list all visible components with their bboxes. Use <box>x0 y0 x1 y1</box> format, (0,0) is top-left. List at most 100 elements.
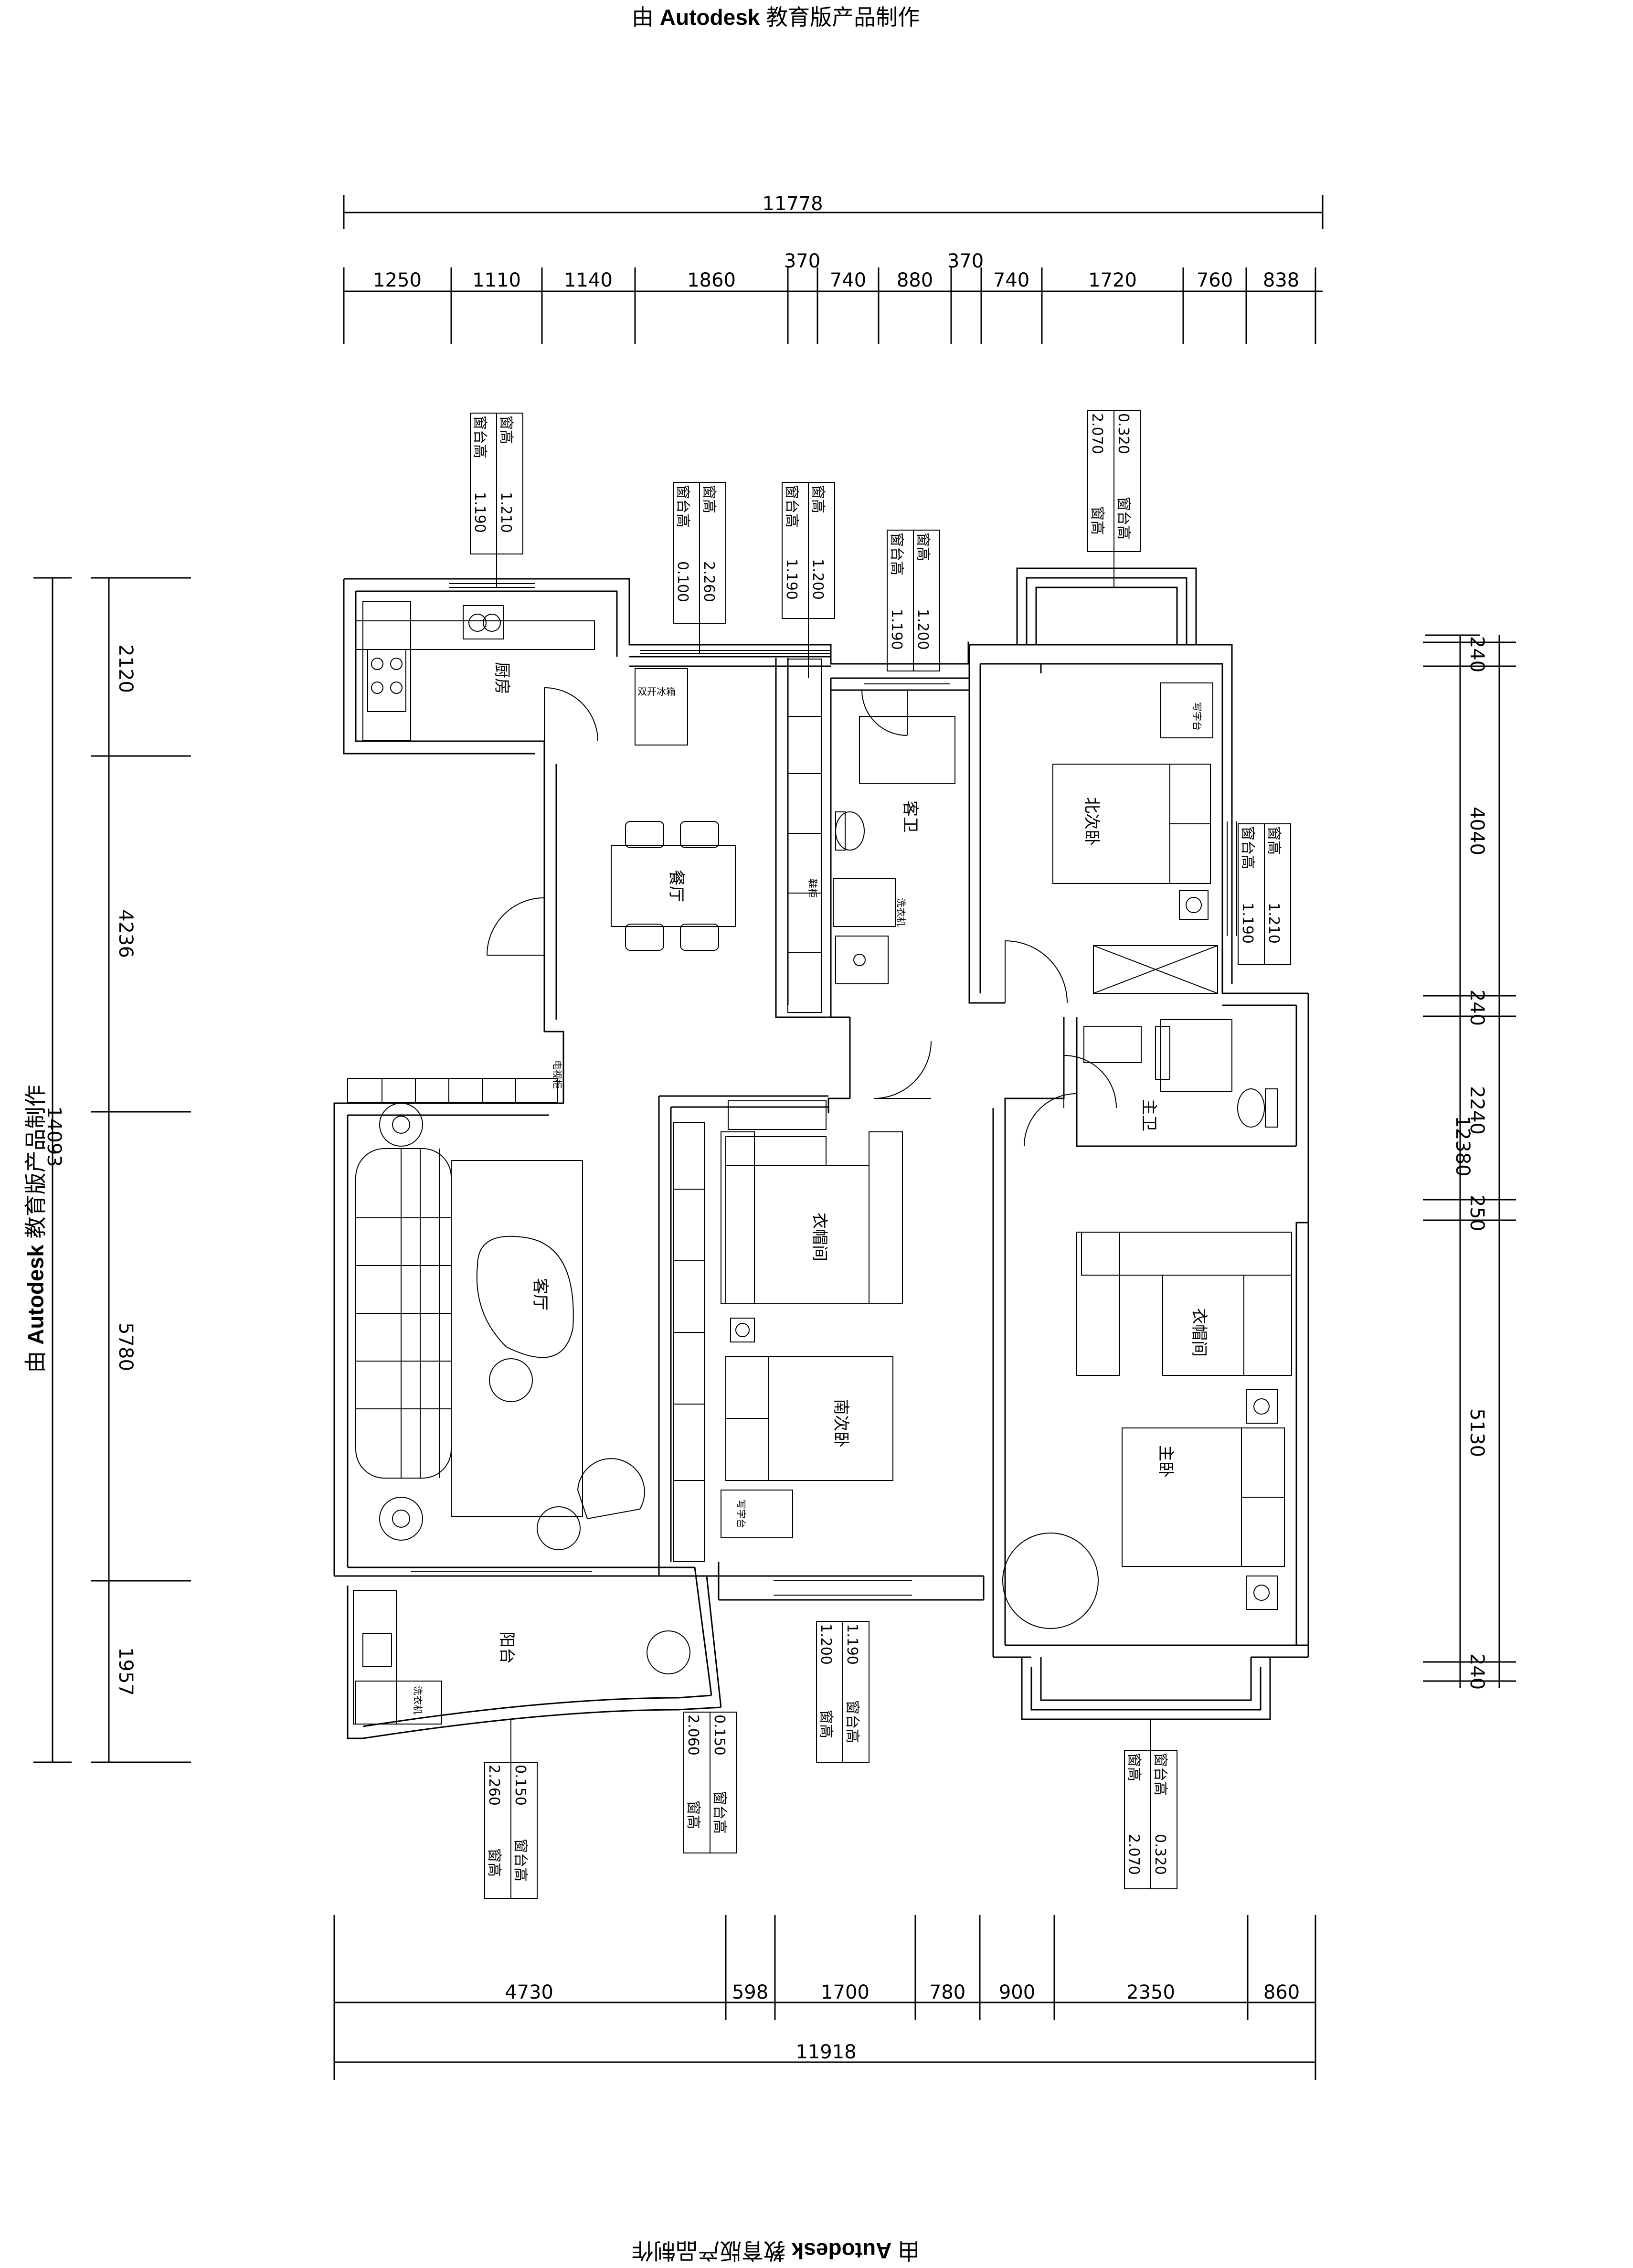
room-label-balcony: 阳台 <box>497 1631 516 1664</box>
room-label-south-bedroom: 南次卧 <box>831 1399 850 1448</box>
dim-right-total: 12380 <box>1452 1116 1474 1176</box>
room-label-master-bedroom: 主卧 <box>1156 1445 1175 1478</box>
window-label: 窗高 <box>685 1800 701 1829</box>
window-label: 窗高 <box>1265 826 1282 855</box>
window-value: 1.190 <box>888 609 905 650</box>
dim-bottom-seg: 1700 <box>821 1981 870 2003</box>
window-label: 窗高 <box>817 1710 834 1738</box>
dim-left-total: 14093 <box>43 1106 65 1167</box>
window-label: 窗高 <box>914 532 931 561</box>
window-value: 0.150 <box>512 1765 529 1806</box>
dim-bottom-total: 11918 <box>795 2041 856 2063</box>
window-label: 窗台高 <box>888 532 905 575</box>
window-value: 2.060 <box>685 1714 701 1756</box>
dim-right-seg: 240 <box>1466 990 1488 1026</box>
dim-bottom-seg: 4730 <box>505 1981 553 2003</box>
dim-top-seg: 740 <box>830 269 866 291</box>
room-label-living: 客厅 <box>530 1278 550 1310</box>
watermark-top: 由 Autodesk 教育版产品制作 <box>632 5 920 30</box>
fixture-washer-guest: 洗衣机 <box>895 898 907 926</box>
dim-top-seg: 760 <box>1197 269 1233 291</box>
dim-bottom-seg: 2350 <box>1126 1981 1175 2003</box>
dim-top-seg: 1720 <box>1088 269 1137 291</box>
window-label: 窗高 <box>700 485 717 513</box>
room-label-kitchen: 厨房 <box>492 662 511 694</box>
window-value: 2.260 <box>700 561 717 602</box>
window-label: 窗高 <box>809 485 826 513</box>
fixture-washer-balcony: 洗衣机 <box>412 1686 424 1714</box>
dim-top-seg: 370 <box>947 250 984 272</box>
dim-top-seg: 1860 <box>687 269 736 291</box>
window-value: 2.260 <box>486 1765 502 1806</box>
left-dimension <box>33 577 191 1763</box>
dim-bottom-seg: 598 <box>732 1981 768 2003</box>
window-value: 1.190 <box>783 559 800 600</box>
room-label-north-bedroom: 北次卧 <box>1082 797 1101 846</box>
window-value: 1.190 <box>1239 903 1256 944</box>
dim-top-seg: 370 <box>784 250 820 272</box>
window-label: 窗高 <box>1089 506 1105 535</box>
top-dimension <box>343 195 1324 344</box>
room-label-dining: 餐厅 <box>667 870 686 902</box>
window-tables <box>470 410 1291 1899</box>
dim-bottom-seg: 780 <box>929 1981 965 2003</box>
window-label: 窗台高 <box>1115 497 1132 540</box>
doors <box>487 687 1117 1147</box>
room-label-closet-master: 衣帽间 <box>1189 1308 1209 1357</box>
dim-top-seg: 1110 <box>472 269 521 291</box>
room-label-master-bath: 主卫 <box>1139 1099 1158 1131</box>
window-value: 1.210 <box>498 492 514 533</box>
dim-left-seg: 1957 <box>115 1647 137 1696</box>
room-label-guest-bath: 客卫 <box>901 800 920 833</box>
window-value: 2.070 <box>1089 413 1105 454</box>
dim-top-total: 11778 <box>762 193 823 215</box>
fixture-shoe-cabinet: 鞋柜 <box>807 879 818 898</box>
right-dimension <box>1423 634 1516 1688</box>
window-label: 窗台高 <box>711 1791 728 1834</box>
dim-right-seg: 2240 <box>1466 1086 1488 1135</box>
window-label: 窗台高 <box>512 1839 529 1882</box>
window-value: 1.210 <box>1265 903 1282 944</box>
window-value: 1.190 <box>844 1624 860 1665</box>
window-label: 窗台高 <box>471 415 488 458</box>
window-value: 1.200 <box>817 1624 834 1665</box>
window-value: 1.200 <box>914 609 931 650</box>
dim-right-seg: 250 <box>1466 1195 1488 1231</box>
dim-bottom-seg: 900 <box>999 1981 1035 2003</box>
windows-openings <box>411 583 1237 1596</box>
window-label: 窗高 <box>498 415 514 444</box>
window-label: 窗台高 <box>844 1700 860 1743</box>
window-value: 1.190 <box>471 492 488 533</box>
fixture-tv-cabinet: 电视柜 <box>551 1060 563 1089</box>
window-label: 窗台高 <box>783 485 800 528</box>
dim-left-seg: 2120 <box>115 644 137 693</box>
window-value: 0.320 <box>1115 413 1132 454</box>
dim-right-seg: 240 <box>1466 1653 1488 1690</box>
fixture-fridge: 双开冰箱 <box>637 686 676 697</box>
dim-bottom-seg: 860 <box>1263 1981 1300 2003</box>
furniture <box>347 601 1292 1725</box>
window-label: 窗台高 <box>674 485 691 528</box>
dim-top-seg: 1250 <box>373 269 422 291</box>
dim-right-seg: 4040 <box>1466 807 1488 855</box>
window-value: 0.100 <box>674 561 691 602</box>
dim-right-seg: 5130 <box>1466 1408 1488 1457</box>
dim-top-seg: 880 <box>897 269 933 291</box>
window-value: 1.200 <box>809 559 826 600</box>
dim-top-seg: 838 <box>1263 269 1299 291</box>
fixture-desk-south: 写字台 <box>735 1500 747 1528</box>
window-label: 窗高 <box>486 1848 502 1877</box>
window-label: 窗台高 <box>1239 826 1256 869</box>
window-value: 0.320 <box>1152 1834 1168 1875</box>
window-value: 0.150 <box>711 1714 728 1756</box>
dim-right-seg: 240 <box>1466 636 1488 672</box>
dim-top-seg: 740 <box>993 269 1029 291</box>
window-label: 窗台高 <box>1152 1753 1168 1796</box>
bottom-dimension <box>333 1915 1316 2080</box>
dim-left-seg: 5780 <box>115 1322 137 1371</box>
dim-left-seg: 4236 <box>115 909 137 958</box>
window-label: 窗高 <box>1125 1753 1142 1781</box>
dim-top-seg: 1140 <box>564 269 613 291</box>
fixture-desk-north: 写字台 <box>1191 702 1203 731</box>
